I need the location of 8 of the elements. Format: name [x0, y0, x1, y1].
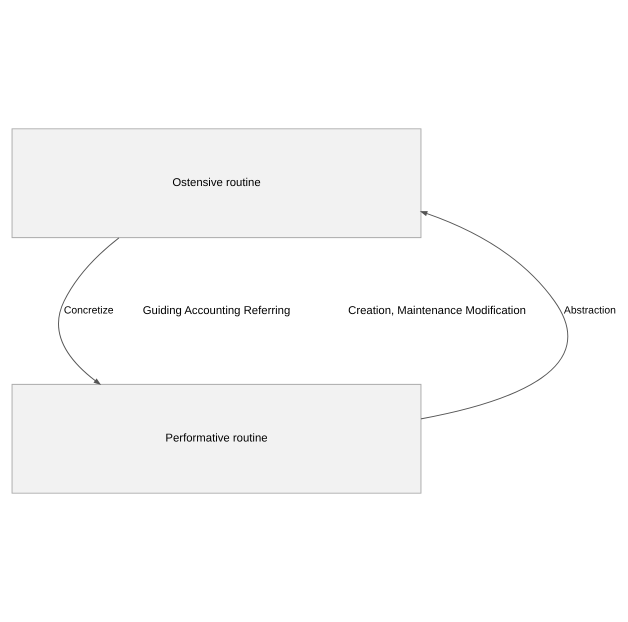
node-box: Ostensive routine [12, 128, 422, 238]
arrow [420, 211, 568, 420]
label: Guiding Accounting Referring [142, 304, 290, 317]
label: Creation, Maintenance Modification [348, 304, 526, 317]
node-box: Performative routine [12, 384, 422, 494]
arrow [58, 237, 120, 386]
edge-label: Concretize [64, 306, 114, 317]
edge-label: Abstraction [564, 306, 616, 317]
